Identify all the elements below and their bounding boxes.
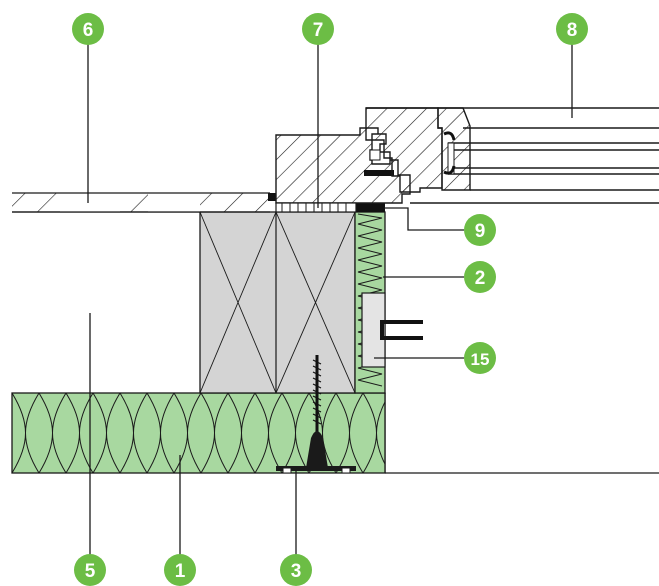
svg-text:3: 3 xyxy=(291,561,302,582)
svg-text:8: 8 xyxy=(567,20,578,41)
svg-text:1: 1 xyxy=(175,561,186,582)
svg-text:9: 9 xyxy=(475,221,486,242)
callout-8: 8 xyxy=(556,13,588,45)
callout-1: 1 xyxy=(164,554,196,586)
callout-5: 5 xyxy=(74,554,106,586)
insulation-loop-pattern xyxy=(12,393,385,473)
insulation-mat xyxy=(11,392,386,474)
leader-lines xyxy=(87,44,573,555)
window-sash xyxy=(365,107,659,204)
svg-text:7: 7 xyxy=(313,20,324,41)
callout-3: 3 xyxy=(280,554,312,586)
seal-band xyxy=(352,203,386,394)
callout-15: 15 xyxy=(464,342,496,374)
svg-text:2: 2 xyxy=(475,268,486,289)
svg-text:5: 5 xyxy=(85,561,96,582)
svg-text:15: 15 xyxy=(471,350,490,369)
window-frame xyxy=(275,127,411,213)
callout-2: 2 xyxy=(464,261,496,293)
callout-6: 6 xyxy=(72,13,104,45)
timber-block xyxy=(199,211,356,394)
callout-7: 7 xyxy=(302,13,334,45)
svg-text:6: 6 xyxy=(83,20,94,41)
anchor-screw xyxy=(276,355,356,474)
callout-9: 9 xyxy=(464,214,496,246)
floor-board xyxy=(12,192,276,213)
bracket-clip xyxy=(380,320,423,340)
leader-9 xyxy=(384,207,464,231)
